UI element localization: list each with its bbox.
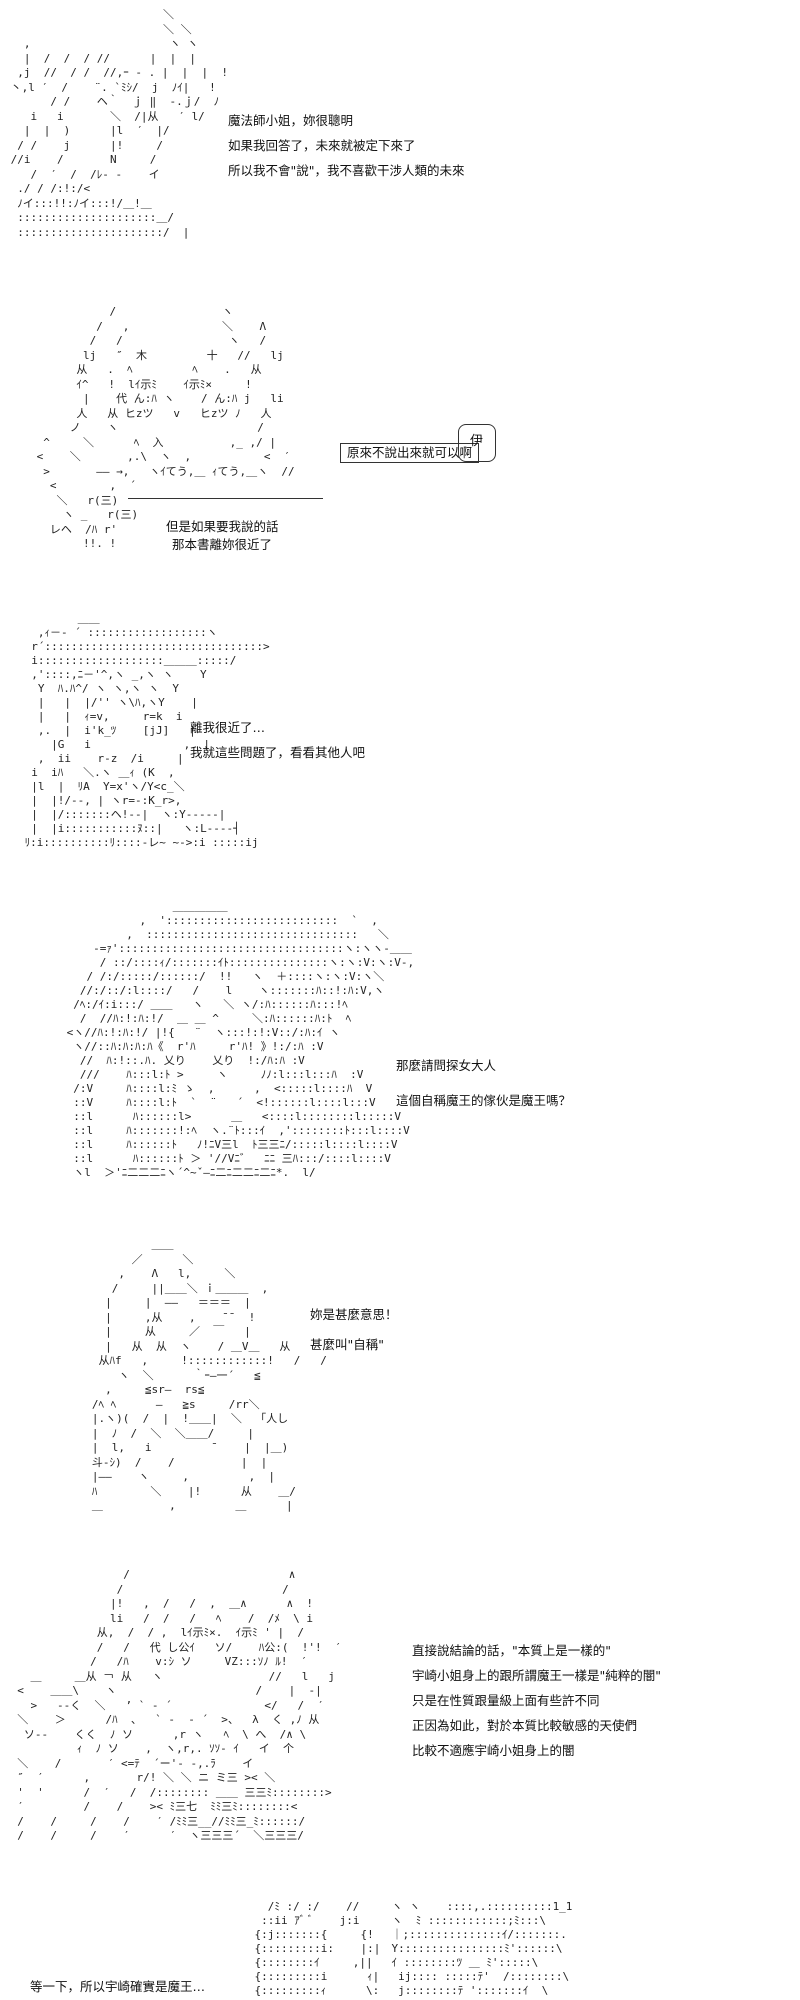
dialogue-line: 正因為如此，對於本質比較敏感的天使們 [412,1718,638,1733]
name-badge-frame [458,424,496,462]
ascii-art-panel-6: / ∧ / / |! , / / , ＿∧ ∧ ! li / / / ﾍ / /… [17,1568,342,1842]
dialogue-line: 但是如果要我說的話 [166,519,279,534]
dialogue-line: 宇崎小姐身上的跟所謂魔王一樣是"純粹的闇" [412,1668,661,1683]
dialogue-line: 妳是甚麼意思！ [310,1307,398,1322]
dialogue-line: 如果我回答了，未來就被定下來了 [228,138,416,153]
ascii-art-panel-7-right: ヽ ヽ ::::,.::::::::::1_1 ヽ ﾐ ::::::::::::… [391,1900,573,1997]
dialogue-line: 我就這些問題了，看看其他人吧 [190,745,366,760]
dialogue-line: 只是在性質跟量級上面有些許不同 [412,1693,600,1708]
dialogue-panel-1: 魔法師小姐，妳很聰明 如果我回答了，未來就被定下來了 所以我不會"說"，我不喜歡… [228,108,465,183]
dialogue-panel-3: 離我很近了… 我就這些問題了，看看其他人吧 [190,715,365,765]
ascii-art-panel-1: ＼ ＼ ＼ , ヽ ヽ | / / / // | | | ,j // / / /… [10,8,229,239]
ascii-art-panel-2: / ヽ / , ＼ Λ / / ヽ / lj ″ 木 十 // lj 从 . ﾍ… [36,305,295,550]
dialogue-line: 離我很近了… [190,720,266,735]
dialogue-line: 那本書離妳很近了 [172,537,273,552]
dialogue-line: 魔法師小姐，妳很聰明 [228,113,354,128]
dialogue-line: 等一下，所以宇崎確實是魔王… [30,1979,206,1994]
dialogue-panel-2: 但是如果要我說的話 那本書離妳很近了 [166,518,279,554]
dialogue-panel-4: 那麼請問探女大人 這個自稱魔王的傢伙是魔王嗎？ [396,1048,571,1118]
dialogue-panel-5: 妳是甚麼意思！ 甚麼叫"自稱" [310,1300,398,1360]
dialogue-line: 所以我不會"說"，我不喜歡干涉人類的未來 [228,163,465,178]
ascii-art-panel-4: ＿＿＿＿＿ , ':::::::::::::::::::::::::: ` , … [66,900,415,1179]
ascii-art-panel-7-left: /ﾐ :/ :/ // ::ii ｱﾞ ﾞ j:i {:j:::::::{ {!… [254,1900,381,1997]
dialogue-line: 這個自稱魔王的傢伙是魔王嗎？ [396,1093,572,1108]
speech-bubble: 原來不說出來就可以啊 [340,443,480,463]
bracket-line [128,498,323,499]
dialogue-line: 比較不適應宇崎小姐身上的闇 [412,1743,575,1758]
ascii-art-panel-3: ＿＿ ,ｨ－‐ ´ ::::::::::::::::::ヽ r´::::::::… [24,612,270,849]
dialogue-line: 那麼請問探女大人 [396,1058,497,1073]
dialogue-line: 甚麼叫"自稱" [310,1337,384,1352]
ascii-art-panel-5: ＿＿ ／ ＼ , Λ l, ＼ / ||＿＿＼ ｉ＿＿＿ , | | ―― ＝＝… [91,1238,327,1512]
dialogue-line: 直接說結論的話，"本質上是一樣的" [412,1643,611,1658]
dialogue-panel-6: 直接說結論的話，"本質上是一樣的" 宇崎小姐身上的跟所謂魔王一樣是"純粹的闇" … [412,1638,661,1763]
dialogue-panel-7: 等一下，所以宇崎確實是魔王… [30,1974,205,1999]
name-badge-label: 伊 [470,434,484,449]
